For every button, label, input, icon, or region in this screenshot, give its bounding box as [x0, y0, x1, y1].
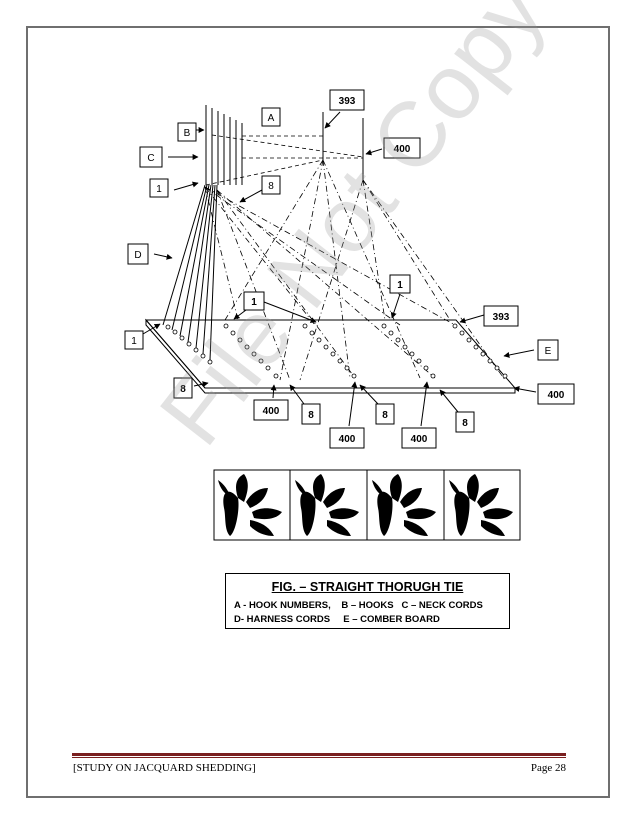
svg-text:8: 8 — [180, 384, 186, 395]
label-c: C — [139, 146, 199, 168]
label-8-bottom-3: 8 — [439, 389, 475, 433]
page-number: Page 28 — [530, 762, 566, 774]
label-d: D — [127, 243, 173, 265]
label-8-left: 8 — [173, 377, 209, 399]
label-1-left: 1 — [124, 323, 161, 350]
hooks — [205, 105, 243, 185]
svg-text:8: 8 — [382, 410, 388, 421]
label-400-right: 400 — [513, 383, 575, 405]
svg-text:1: 1 — [156, 184, 162, 195]
caption-line-2: D- HARNESS CORDS E – COMBER BOARD — [234, 614, 440, 625]
figure-caption: FIG. – STRAIGHT THORUGH TIE A - HOOK NUM… — [225, 573, 510, 629]
label-a: A — [261, 107, 281, 127]
svg-text:C: C — [147, 153, 154, 164]
svg-text:8: 8 — [308, 410, 314, 421]
caption-title: FIG. – STRAIGHT THORUGH TIE — [271, 580, 464, 594]
label-393-right: 393 — [459, 305, 519, 327]
svg-text:400: 400 — [411, 434, 428, 445]
svg-text:393: 393 — [339, 96, 356, 107]
label-b: B — [177, 122, 205, 142]
svg-text:1: 1 — [397, 280, 403, 291]
harness-cords-left — [162, 184, 218, 361]
label-1-middle-right: 1 — [389, 274, 411, 319]
footer-rule — [72, 753, 566, 756]
label-400-bottom-2: 400 — [329, 381, 365, 449]
label-393-top: 393 — [324, 89, 365, 129]
caption-line-1: A - HOOK NUMBERS, B – HOOKS C – NECK COR… — [234, 600, 483, 611]
svg-text:400: 400 — [548, 390, 565, 401]
svg-text:1: 1 — [251, 297, 257, 308]
footer-title: [STUDY ON JACQUARD SHEDDING] — [73, 762, 256, 774]
harness-cords-repeats — [204, 159, 506, 381]
svg-text:400: 400 — [394, 144, 411, 155]
label-8-bottom-1: 8 — [289, 384, 321, 425]
label-1-top: 1 — [149, 178, 199, 198]
svg-text:400: 400 — [263, 406, 280, 417]
svg-text:D: D — [134, 250, 141, 261]
svg-text:8: 8 — [462, 418, 468, 429]
footer-rule-thin — [72, 757, 566, 758]
figure-pattern — [213, 469, 521, 541]
svg-text:400: 400 — [339, 434, 356, 445]
comber-holes — [165, 323, 508, 379]
svg-text:B: B — [184, 128, 191, 139]
flower-motif — [218, 474, 282, 536]
label-8-top: 8 — [239, 175, 281, 203]
svg-text:8: 8 — [268, 181, 274, 192]
svg-text:1: 1 — [131, 336, 137, 347]
svg-text:E: E — [545, 346, 552, 357]
svg-text:A: A — [268, 113, 275, 124]
neck-cord-guides — [205, 134, 364, 186]
label-e: E — [503, 339, 559, 361]
label-400-bottom-1: 400 — [253, 384, 289, 421]
label-400-bottom-3: 400 — [401, 381, 437, 449]
label-8-bottom-2: 8 — [359, 384, 395, 425]
label-1-middle-left: 1 — [233, 291, 317, 323]
label-400-top: 400 — [365, 137, 421, 159]
svg-text:393: 393 — [493, 312, 510, 323]
page-border — [26, 26, 610, 798]
